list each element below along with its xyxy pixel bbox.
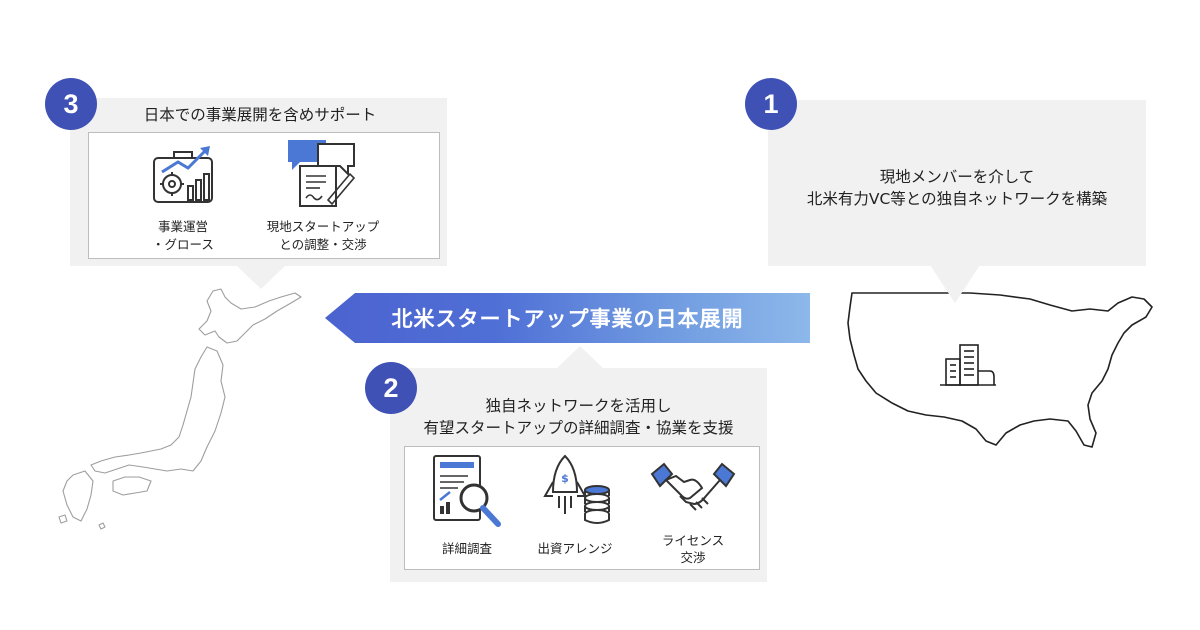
badge-2: 2 — [365, 362, 417, 414]
svg-text:$: $ — [561, 472, 569, 485]
us-panel-text-line2: 北米有力VC等との独自ネットワークを構築 — [806, 190, 1108, 208]
network-panel-text-line1: 独自ネットワークを活用し — [485, 397, 672, 415]
rocket-coins-icon: $ — [543, 454, 610, 524]
report-magnifier-icon — [433, 455, 501, 527]
japan-item1-line2: ・グロース — [152, 237, 214, 252]
badge-3: 3 — [45, 78, 97, 130]
us-panel-text-line1: 現地メンバーを介して — [879, 168, 1035, 186]
network-item3-line1: ライセンス — [661, 533, 725, 548]
network-panel-text-line2: 有望スタートアップの詳細調査・協業を支援 — [423, 419, 734, 437]
us-network-panel — [768, 100, 1146, 266]
us-panel-pointer — [930, 265, 980, 303]
japan-panel-icons-box — [88, 132, 440, 259]
expansion-arrow — [325, 293, 810, 343]
japan-map — [58, 288, 302, 530]
network-item1-label: 詳細調査 — [441, 541, 492, 556]
buildings-icon — [940, 344, 996, 386]
japan-panel-title: 日本での事業展開を含めサポート — [143, 106, 377, 124]
network-panel-pointer — [555, 346, 605, 370]
badge-1: 1 — [745, 78, 797, 130]
network-item3-line2: 交渉 — [680, 550, 706, 565]
usa-map — [847, 292, 1153, 448]
handshake-icon — [650, 462, 736, 511]
briefcase-growth-icon — [153, 146, 213, 203]
japan-item2-line2: との調整・交渉 — [279, 237, 367, 252]
contract-chat-icon — [288, 140, 356, 207]
network-item2-label: 出資アレンジ — [537, 541, 613, 556]
japan-panel-pointer — [236, 265, 286, 289]
japan-item2-line1: 現地スタートアップ — [266, 219, 380, 234]
expansion-arrow-label: 北米スタートアップ事業の日本展開 — [391, 307, 744, 331]
japan-item1-line1: 事業運営 — [157, 219, 208, 234]
